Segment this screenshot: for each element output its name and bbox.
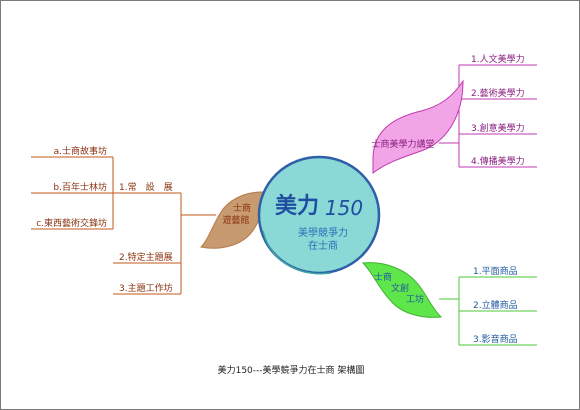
center-subtitle-1: 美學競爭力	[298, 226, 348, 239]
center-subtitle-2: 在士商	[308, 239, 338, 252]
diagram-caption: 美力150---美學競爭力在士商 架構圖	[218, 364, 365, 376]
workshop-branch-label-2: 文創	[391, 282, 409, 294]
gallery-branch-label-2: 遊藝館	[222, 214, 249, 226]
gallery-permanent-item: b.百年士林坊	[53, 181, 107, 193]
gallery-leaf	[199, 191, 274, 249]
workshop-item: 1.平面商品	[473, 265, 518, 277]
workshop-connectors	[439, 276, 537, 346]
gallery-permanent-item: a.士商故事坊	[54, 145, 107, 157]
workshop-item: 2.立體商品	[473, 299, 518, 311]
workshop-branch-label-3: 工坊	[406, 293, 424, 305]
gallery-permanent-label: 1.常 設 展	[119, 181, 173, 193]
workshop-item: 3.影音商品	[473, 333, 518, 345]
lecture-connectors	[439, 64, 537, 168]
lecture-leaf	[372, 79, 464, 175]
lecture-item: 2.藝術美學力	[471, 87, 525, 99]
gallery-permanent-item: c.東西藝術交鋒坊	[36, 217, 107, 229]
lecture-item: 3.創意美學力	[471, 122, 525, 134]
gallery-branch-label-1: 士商	[233, 202, 251, 214]
lecture-branch-label: 士商美學力講堂	[371, 138, 434, 150]
gallery-theme-workshop: 3.主題工作坊	[119, 282, 173, 294]
center-title-number: 150	[325, 196, 363, 220]
gallery-connectors	[31, 156, 216, 295]
workshop-branch-label-1: 士商	[374, 271, 392, 283]
center-title-cjk: 美力	[275, 193, 319, 219]
lecture-item: 1.人文美學力	[471, 53, 525, 65]
lecture-item: 4.傳播美學力	[471, 155, 525, 167]
gallery-special-exhibit: 2.特定主題展	[119, 251, 173, 263]
workshop-leaf	[361, 262, 443, 318]
